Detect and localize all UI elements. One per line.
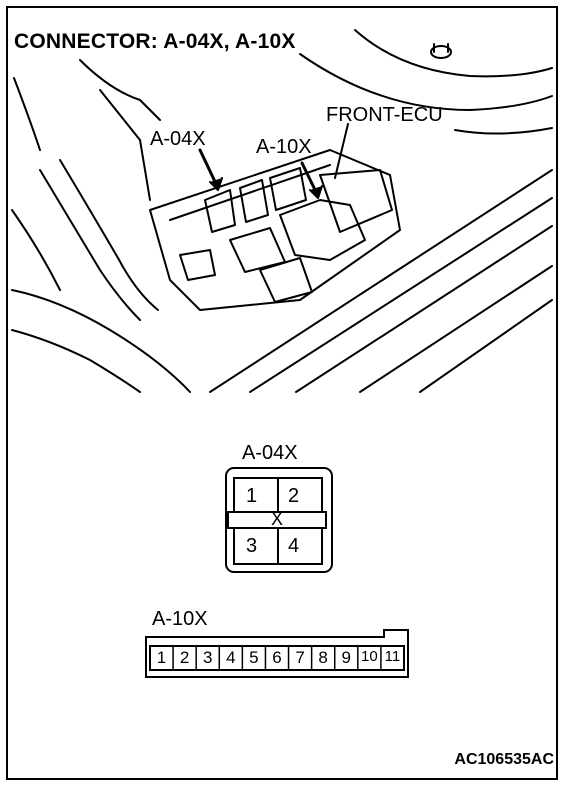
a10x-pin-3: 3 — [202, 648, 213, 667]
a10x-pin-4: 4 — [226, 648, 236, 667]
a10x-pin-2: 2 — [179, 648, 190, 667]
a04x-center-mark: X — [271, 509, 284, 529]
callout-front-ecu: FRONT-ECU — [326, 104, 443, 126]
a10x-pin-11: 11 — [384, 648, 401, 665]
a04x-pin-3: 3 — [246, 535, 258, 557]
a10x-pin-5: 5 — [249, 648, 259, 667]
a10x-pin-8: 8 — [318, 648, 328, 667]
a10x-pin-1: 1 — [156, 648, 167, 667]
figure-title: CONNECTOR: A-04X, A-10X — [14, 30, 296, 53]
a04x-pin-1: 1 — [246, 485, 258, 507]
figure-frame — [6, 6, 558, 780]
a10x-pin-9: 9 — [341, 648, 351, 667]
callout-a04x: A-04X — [150, 128, 206, 150]
a10x-pin-6: 6 — [272, 648, 282, 667]
a10x-pin-7: 7 — [295, 648, 305, 667]
a04x-label: A-04X — [242, 442, 298, 464]
figure-code: AC106535AC — [454, 751, 554, 768]
a10x-pin-10: 10 — [361, 648, 378, 665]
a04x-pin-2: 2 — [288, 485, 300, 507]
a04x-pin-4: 4 — [288, 535, 300, 557]
callout-a10x: A-10X — [256, 136, 312, 158]
a10x-label: A-10X — [152, 608, 208, 630]
